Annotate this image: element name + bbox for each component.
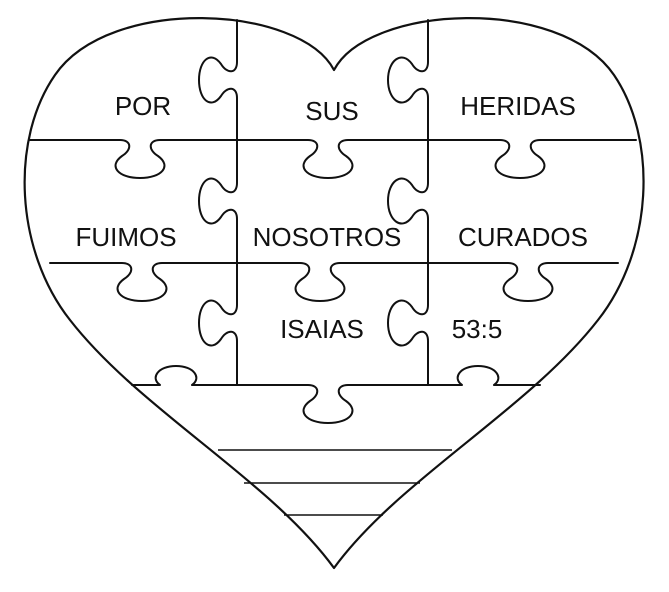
word-por: POR [115,91,171,121]
word-53-5: 53:5 [452,314,503,344]
word-curados: CURADOS [458,222,588,252]
heart-outline [23,17,645,570]
puzzle-seam-col1 [198,19,238,386]
word-isaias: ISAIAS [280,314,364,344]
puzzle-seam-row3 [131,365,541,424]
word-sus: SUS [305,96,358,126]
word-nosotros: NOSOTROS [253,222,402,252]
puzzle-seam-row2 [49,262,619,302]
word-heridas: HERIDAS [460,91,576,121]
puzzle-seam-col2 [387,19,429,386]
puzzle-seam-row1 [29,139,637,179]
word-fuimos: FUIMOS [75,222,176,252]
